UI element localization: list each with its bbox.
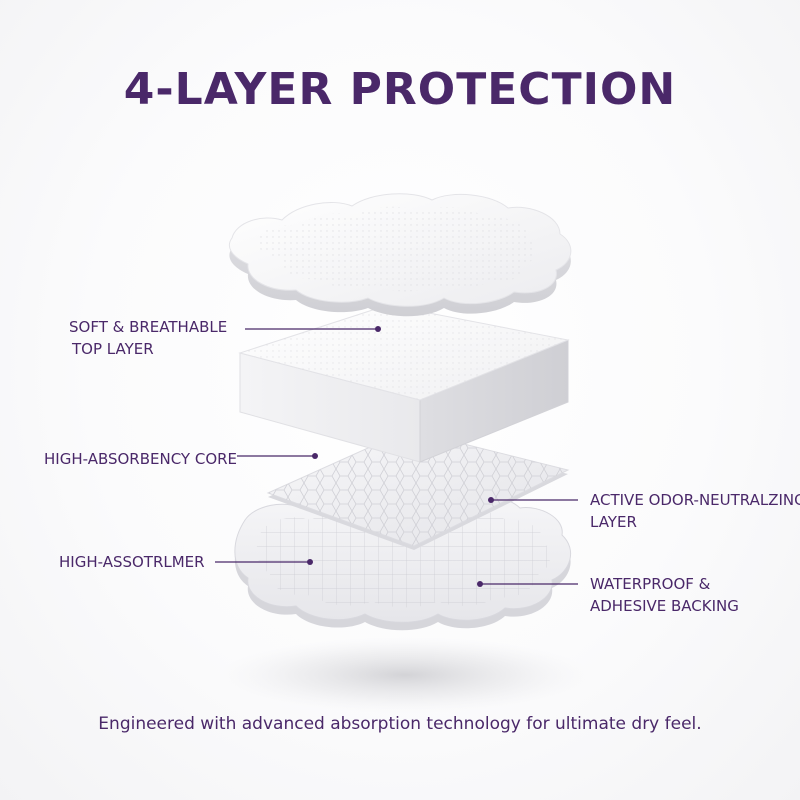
- leader-dot-assotrlmer: [307, 559, 313, 565]
- callout-backing-line1: WATERPROOF &: [590, 575, 711, 593]
- callout-odor-layer: ACTIVE ODOR-NEUTRALZING LAYER: [590, 489, 800, 533]
- top-layer: [228, 193, 572, 317]
- backing-layer: [234, 491, 572, 631]
- leader-dot-backing: [477, 581, 483, 587]
- page-title: 4-LAYER PROTECTION: [123, 64, 677, 115]
- floor-shadow: [220, 637, 590, 713]
- callout-core: HIGH-ABSORBENCY CORE: [44, 448, 237, 470]
- callout-backing: WATERPROOF & ADHESIVE BACKING: [590, 573, 739, 617]
- callout-assotrlmer-line1: HIGH-ASSOTRLMER: [59, 553, 205, 571]
- leader-dot-odor: [488, 497, 494, 503]
- callout-core-line1: HIGH-ABSORBENCY CORE: [44, 450, 238, 468]
- callout-assotrlmer: HIGH-ASSOTRLMER: [59, 551, 205, 573]
- leader-dot-top-layer: [375, 326, 381, 332]
- tagline: Engineered with advanced absorption tech…: [98, 714, 702, 734]
- callout-odor-layer-line2: LAYER: [590, 513, 637, 531]
- callout-top-layer: SOFT & BREATHABLE TOP LAYER: [69, 316, 227, 360]
- leader-dot-core: [312, 453, 318, 459]
- callout-top-layer-line1: SOFT & BREATHABLE: [69, 318, 228, 336]
- callout-top-layer-line2: TOP LAYER: [72, 340, 154, 358]
- callout-odor-layer-line1: ACTIVE ODOR-NEUTRALZING: [590, 491, 800, 509]
- mesh-layer: [266, 429, 570, 550]
- callout-backing-line2: ADHESIVE BACKING: [590, 597, 739, 615]
- callout-leaders: [215, 326, 578, 587]
